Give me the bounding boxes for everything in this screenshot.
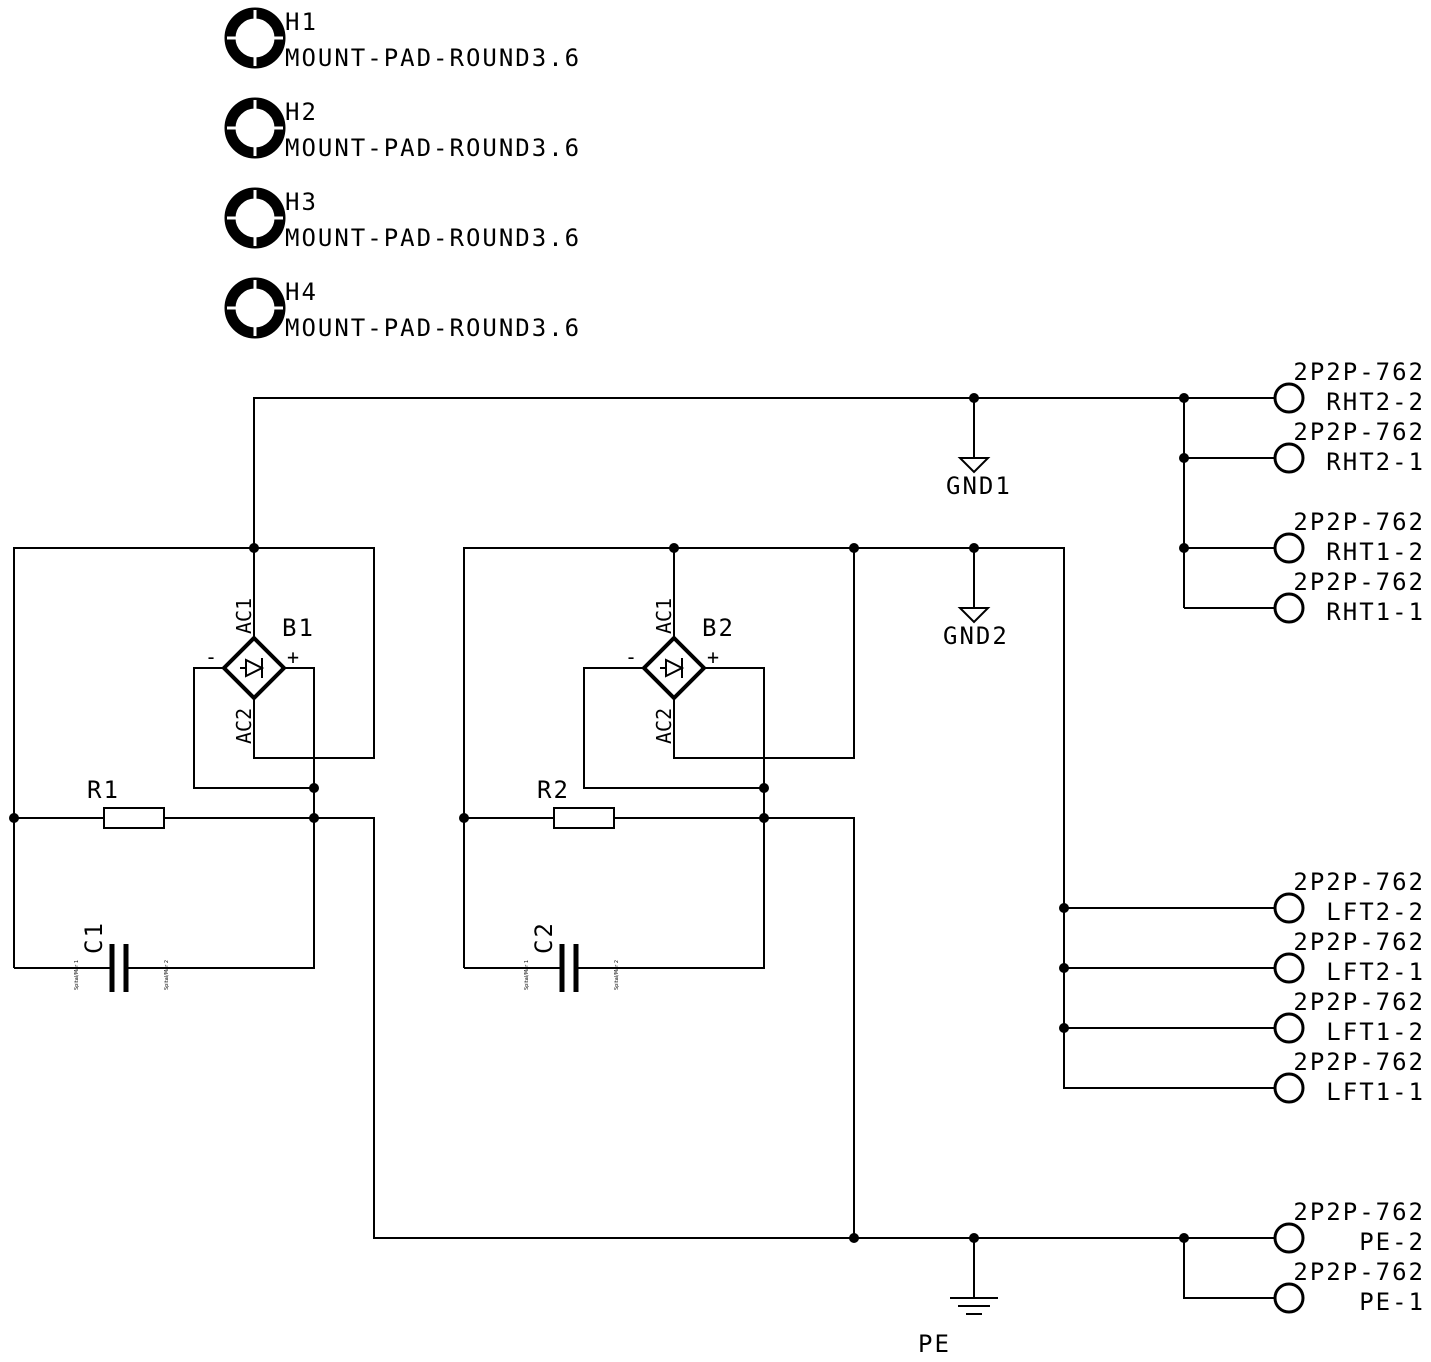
- ground-label: PE: [918, 1330, 951, 1358]
- terminal-label: LFT2-2: [1326, 898, 1425, 926]
- terminal-icon: [1273, 382, 1305, 414]
- terminal-part: 2P2P-762: [1293, 508, 1425, 536]
- bridge-pin-ac1: AC1: [232, 598, 256, 634]
- bridge-ref: B2: [702, 614, 735, 642]
- terminal-icon: [1273, 892, 1305, 924]
- terminal-lft1-1: 2P2P-762 LFT1-1: [1273, 1048, 1425, 1106]
- terminal-part: 2P2P-762: [1293, 1258, 1425, 1286]
- bridge-pin-plus: +: [287, 645, 299, 669]
- bridge-pin-plus: +: [707, 645, 719, 669]
- capacitor-icon: [526, 944, 614, 992]
- terminal-label: RHT1-1: [1326, 598, 1425, 626]
- terminal-lft2-2: 2P2P-762 LFT2-2: [1273, 868, 1425, 926]
- terminal-pe-2: 2P2P-762 PE-2: [1273, 1198, 1425, 1256]
- terminal-part: 2P2P-762: [1293, 928, 1425, 956]
- mount-hole-h3: H3 MOUNT-PAD-ROUND3.6: [224, 187, 581, 252]
- capacitor-pin2-name: Spital/Mar 2: [614, 960, 620, 990]
- terminal-part: 2P2P-762: [1293, 868, 1425, 896]
- terminal-lft1-2: 2P2P-762 LFT1-2: [1273, 988, 1425, 1046]
- bridge-pin-ac2: AC2: [652, 708, 676, 744]
- terminal-part: 2P2P-762: [1293, 358, 1425, 386]
- mount-hole-icon: [224, 97, 286, 159]
- terminal-label: LFT2-1: [1326, 958, 1425, 986]
- ground-gnd2: GND2: [943, 607, 1009, 650]
- terminal-rht1-2: 2P2P-762 RHT1-2: [1273, 508, 1425, 566]
- terminal-icon: [1273, 1222, 1305, 1254]
- resistor-ref: R2: [537, 776, 570, 804]
- capacitor-c1: C1 Spital/Mar 1 Spital/Mar 2: [74, 921, 170, 992]
- resistor-icon: [553, 807, 615, 829]
- resistor-r2: R2: [537, 776, 615, 829]
- terminal-part: 2P2P-762: [1293, 988, 1425, 1016]
- bridge-pin-minus: -: [625, 645, 637, 669]
- ground-gnd1: GND1: [946, 457, 1012, 500]
- resistor-ref: R1: [87, 776, 120, 804]
- terminal-icon: [1273, 1012, 1305, 1044]
- earth-ground-icon: [950, 1297, 998, 1315]
- bridge-pin-minus: -: [205, 645, 217, 669]
- capacitor-icon: [76, 944, 164, 992]
- bridge-pin-ac2: AC2: [232, 708, 256, 744]
- terminal-label: RHT2-2: [1326, 388, 1425, 416]
- ground-pe: PE: [918, 1297, 998, 1358]
- terminal-rht2-2: 2P2P-762 RHT2-2: [1273, 358, 1425, 416]
- terminal-rht2-1: 2P2P-762 RHT2-1: [1273, 418, 1425, 476]
- terminal-icon: [1273, 952, 1305, 984]
- terminal-label: PE-1: [1359, 1288, 1425, 1316]
- capacitor-ref: C2: [530, 921, 558, 954]
- connectors: 2P2P-762 RHT2-2 2P2P-762 RHT2-1 2P2P-762…: [1273, 358, 1425, 1316]
- mount-hole-ref: H3: [285, 188, 318, 216]
- mount-hole-ref: H2: [285, 98, 318, 126]
- ground-label: GND1: [946, 472, 1012, 500]
- ground-icon: [957, 457, 991, 474]
- mount-hole-h4: H4 MOUNT-PAD-ROUND3.6: [224, 277, 581, 342]
- mount-hole-ref: H4: [285, 278, 318, 306]
- terminal-part: 2P2P-762: [1293, 1048, 1425, 1076]
- terminal-icon: [1273, 442, 1305, 474]
- bridge-rectifier-b2: AC1 AC2 - + B2: [625, 598, 735, 744]
- mount-hole-icon: [224, 277, 286, 339]
- terminal-part: 2P2P-762: [1293, 568, 1425, 596]
- terminal-label: RHT2-1: [1326, 448, 1425, 476]
- mount-hole-value: MOUNT-PAD-ROUND3.6: [285, 44, 581, 72]
- capacitor-pin2-name: Spital/Mar 2: [164, 960, 170, 990]
- bridge-rectifier-icon: [221, 635, 287, 701]
- junctions: [9, 393, 1189, 1243]
- ground-label: GND2: [943, 622, 1009, 650]
- mount-hole-ref: H1: [285, 8, 318, 36]
- mount-hole-value: MOUNT-PAD-ROUND3.6: [285, 224, 581, 252]
- terminal-icon: [1273, 532, 1305, 564]
- wires: [13, 397, 1275, 1299]
- terminal-pe-1: 2P2P-762 PE-1: [1273, 1258, 1425, 1316]
- bridge-rectifier-icon: [641, 635, 707, 701]
- terminal-lft2-1: 2P2P-762 LFT2-1: [1273, 928, 1425, 986]
- mount-hole-value: MOUNT-PAD-ROUND3.6: [285, 134, 581, 162]
- capacitor-pin1-name: Spital/Mar 1: [524, 960, 530, 990]
- bridge-ref: B1: [282, 614, 315, 642]
- mount-hole-value: MOUNT-PAD-ROUND3.6: [285, 314, 581, 342]
- mount-hole-icon: [224, 7, 286, 69]
- ground-icon: [957, 607, 991, 624]
- mount-hole-h1: H1 MOUNT-PAD-ROUND3.6: [224, 7, 581, 72]
- capacitor-ref: C1: [80, 921, 108, 954]
- terminal-icon: [1273, 592, 1305, 624]
- bridge-pin-ac1: AC1: [652, 598, 676, 634]
- terminal-icon: [1273, 1072, 1305, 1104]
- capacitor-c2: C2 Spital/Mar 1 Spital/Mar 2: [524, 921, 620, 992]
- terminal-rht1-1: 2P2P-762 RHT1-1: [1273, 568, 1425, 626]
- capacitor-pin1-name: Spital/Mar 1: [74, 960, 80, 990]
- mount-hole-h2: H2 MOUNT-PAD-ROUND3.6: [224, 97, 581, 162]
- terminal-label: LFT1-1: [1326, 1078, 1425, 1106]
- resistor-r1: R1: [87, 776, 165, 829]
- mount-hole-icon: [224, 187, 286, 249]
- terminal-label: LFT1-2: [1326, 1018, 1425, 1046]
- resistor-icon: [103, 807, 165, 829]
- terminal-icon: [1273, 1282, 1305, 1314]
- terminal-part: 2P2P-762: [1293, 418, 1425, 446]
- terminal-part: 2P2P-762: [1293, 1198, 1425, 1226]
- terminal-label: RHT1-2: [1326, 538, 1425, 566]
- terminal-label: PE-2: [1359, 1228, 1425, 1256]
- bridge-rectifier-b1: AC1 AC2 - + B1: [205, 598, 315, 744]
